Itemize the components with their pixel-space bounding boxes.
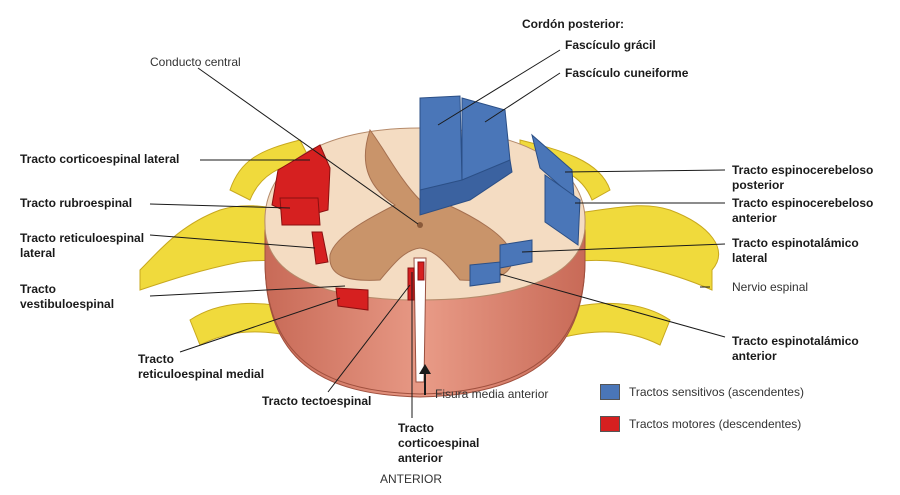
label-corticoespinal-anterior-line3: anterior bbox=[398, 451, 443, 465]
anterior-corticospinal bbox=[417, 261, 425, 281]
label-reticuloespinal-lateral: Tracto reticuloespinal lateral bbox=[20, 231, 144, 261]
label-vestibuloespinal-line2: vestibuloespinal bbox=[20, 297, 115, 311]
label-fasciculo-gracil: Fascículo grácil bbox=[565, 38, 656, 52]
leader-lines bbox=[149, 49, 726, 418]
motor-tracts bbox=[271, 144, 425, 311]
label-reticuloespinal-lateral-line1: Tracto reticuloespinal bbox=[20, 231, 145, 245]
label-espinocerebeloso-posterior-line1: Tracto espinocerebeloso bbox=[732, 163, 874, 177]
label-espinotalamico-anterior: Tracto espinotalámico anterior bbox=[732, 334, 859, 364]
sensory-tracts bbox=[419, 95, 581, 287]
label-espinocerebeloso-anterior: Tracto espinocerebeloso anterior bbox=[732, 196, 873, 226]
anterior-spinocerebellar bbox=[544, 174, 581, 246]
label-espinocerebeloso-posterior: Tracto espinocerebeloso posterior bbox=[732, 163, 873, 193]
tectospinal bbox=[407, 267, 415, 301]
fissure-arrow bbox=[419, 364, 431, 395]
label-espinotalamico-anterior-line2: anterior bbox=[732, 349, 777, 363]
label-espinotalamico-lateral: Tracto espinotalámico lateral bbox=[732, 236, 859, 266]
legend-swatch-sensory bbox=[600, 384, 620, 400]
label-corticoespinal-anterior: Tracto corticoespinal anterior bbox=[398, 421, 479, 466]
label-fasciculo-cuneiforme: Fascículo cuneiforme bbox=[565, 66, 689, 80]
central-canal bbox=[417, 222, 423, 228]
label-espinotalamico-lateral-line2: lateral bbox=[732, 251, 768, 265]
label-reticuloespinal-medial-line1: Tracto bbox=[138, 352, 175, 366]
legend-swatch-motor bbox=[600, 416, 620, 432]
lateral-reticulospinal bbox=[311, 231, 329, 265]
label-anterior: ANTERIOR bbox=[380, 472, 443, 486]
label-espinotalamico-lateral-line1: Tracto espinotalámico bbox=[732, 236, 859, 250]
label-corticoespinal-anterior-line2: corticoespinal bbox=[398, 436, 480, 450]
label-espinocerebeloso-anterior-line1: Tracto espinocerebeloso bbox=[732, 196, 874, 210]
legend-label-motor: Tractos motores (descendentes) bbox=[629, 417, 802, 431]
label-reticuloespinal-medial-line2: reticuloespinal medial bbox=[138, 367, 265, 381]
label-tectoespinal: Tracto tectoespinal bbox=[262, 394, 372, 408]
label-conducto-central: Conducto central bbox=[150, 55, 241, 69]
label-vestibuloespinal-line1: Tracto bbox=[20, 282, 57, 296]
label-corticoespinal-anterior-line1: Tracto bbox=[398, 421, 435, 435]
label-espinotalamico-anterior-line1: Tracto espinotalámico bbox=[732, 334, 859, 348]
label-nervio-espinal: Nervio espinal bbox=[732, 280, 809, 294]
label-reticuloespinal-lateral-line2: lateral bbox=[20, 246, 56, 260]
label-corticoespinal-lateral: Tracto corticoespinal lateral bbox=[20, 152, 180, 166]
label-rubroespinal: Tracto rubroespinal bbox=[20, 196, 133, 210]
vestibulospinal bbox=[335, 287, 369, 311]
label-reticuloespinal-medial: Tracto reticuloespinal medial bbox=[138, 352, 264, 382]
fasciculus-side bbox=[419, 159, 513, 216]
label-espinocerebeloso-anterior-line2: anterior bbox=[732, 211, 777, 225]
rubrospinal bbox=[279, 197, 321, 226]
legend-label-sensory: Tractos sensitivos (ascendentes) bbox=[629, 385, 804, 399]
label-cordon-posterior: Cordón posterior: bbox=[522, 17, 624, 31]
legend-item-sensory: Tractos sensitivos (ascendentes) bbox=[600, 384, 804, 400]
label-espinocerebeloso-posterior-line2: posterior bbox=[732, 178, 785, 192]
label-fisura-media-anterior: Fisura media anterior bbox=[435, 387, 549, 401]
legend-item-motor: Tractos motores (descendentes) bbox=[600, 416, 801, 432]
lateral-spinothalamic bbox=[499, 239, 533, 269]
label-vestibuloespinal: Tracto vestibuloespinal bbox=[20, 282, 114, 312]
anterior-spinothalamic bbox=[469, 261, 501, 287]
